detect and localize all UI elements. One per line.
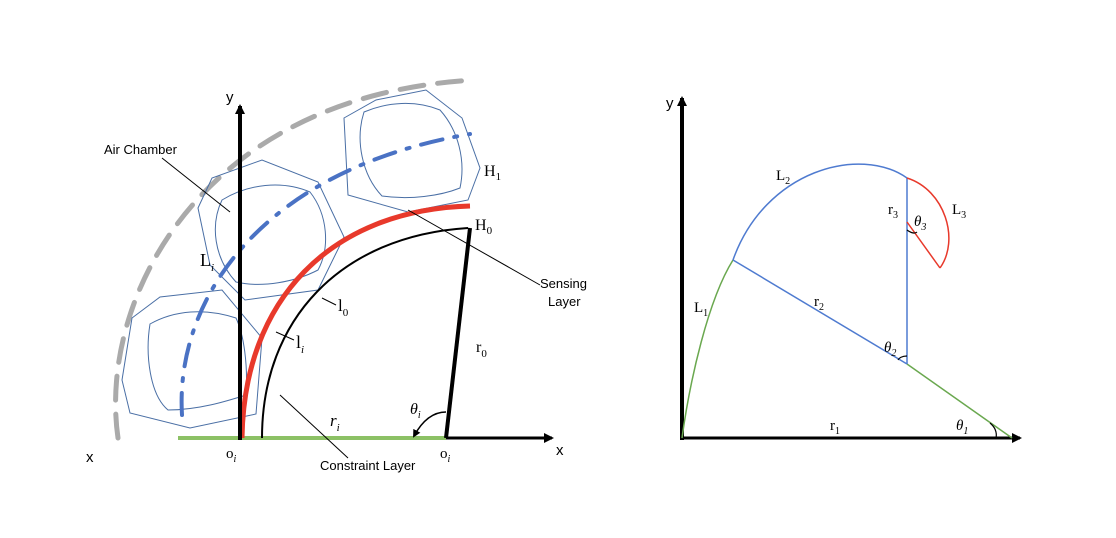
label-theta2: θ2 <box>884 340 896 359</box>
air-chamber-leader <box>161 157 231 213</box>
label-H0: H0 <box>475 217 493 237</box>
left-y-axis-label: y <box>226 89 234 106</box>
theta2-arc <box>897 355 908 361</box>
label-r0: r0 <box>476 339 487 360</box>
theta-i-angle-arrow <box>413 411 447 438</box>
label-r1: r1 <box>830 418 840 437</box>
right-y-axis-label: y <box>666 95 674 112</box>
label-theta3: θ3 <box>914 214 926 233</box>
label-L1: L1 <box>694 300 708 319</box>
sensing-layer-label-line1: Sensing <box>540 276 587 291</box>
radius-r0-line <box>444 227 472 439</box>
label-r2: r2 <box>814 294 824 313</box>
label-theta-i: θi <box>410 401 421 421</box>
constraint-layer-leader <box>279 394 349 459</box>
li-leader <box>275 331 295 341</box>
sensing-layer-label-line2: Layer <box>548 294 581 309</box>
label-ri: ri <box>330 411 340 434</box>
segment-r2-extension <box>906 363 1013 439</box>
chamber-center-line <box>179 132 472 417</box>
theta3-arc <box>906 229 918 234</box>
curve-L3 <box>906 177 950 269</box>
sensing-layer-leader <box>407 209 541 286</box>
label-Li: Li <box>200 250 214 274</box>
label-H1: H1 <box>484 163 501 183</box>
label-L2: L2 <box>776 168 790 187</box>
l0-leader <box>321 297 337 306</box>
label-L3: L3 <box>952 202 966 221</box>
line-r2 <box>732 259 908 365</box>
left-soft-actuator-diagram: y x x Air Chamber Sensing Layer Constrai… <box>86 77 587 473</box>
label-oi-left: oi <box>226 446 237 465</box>
label-r3: r3 <box>888 202 898 221</box>
air-chamber-2 <box>197 159 345 301</box>
outer-envelope-dashed-arc <box>113 77 478 441</box>
air-chamber-label: Air Chamber <box>104 142 178 157</box>
label-li: li <box>296 332 304 356</box>
label-theta1: θ1 <box>956 418 968 437</box>
arc-l0 <box>261 227 469 439</box>
curve-L1 <box>681 259 734 439</box>
constraint-layer-label: Constraint Layer <box>320 458 416 473</box>
label-oi-right: oi <box>440 446 451 465</box>
curve-L2 <box>732 163 908 261</box>
label-l0: l0 <box>338 296 349 319</box>
sensing-layer-arc <box>239 203 471 439</box>
theta1-arc <box>989 422 997 439</box>
line-L3-chord <box>906 221 941 269</box>
air-chamber-3 <box>343 89 481 213</box>
left-x-axis-label-left: x <box>86 449 94 466</box>
left-x-axis-label-right: x <box>556 442 564 459</box>
right-geometric-model-diagram: y L1 L2 L3 r1 r2 r3 θ1 θ2 θ3 <box>666 95 1022 443</box>
